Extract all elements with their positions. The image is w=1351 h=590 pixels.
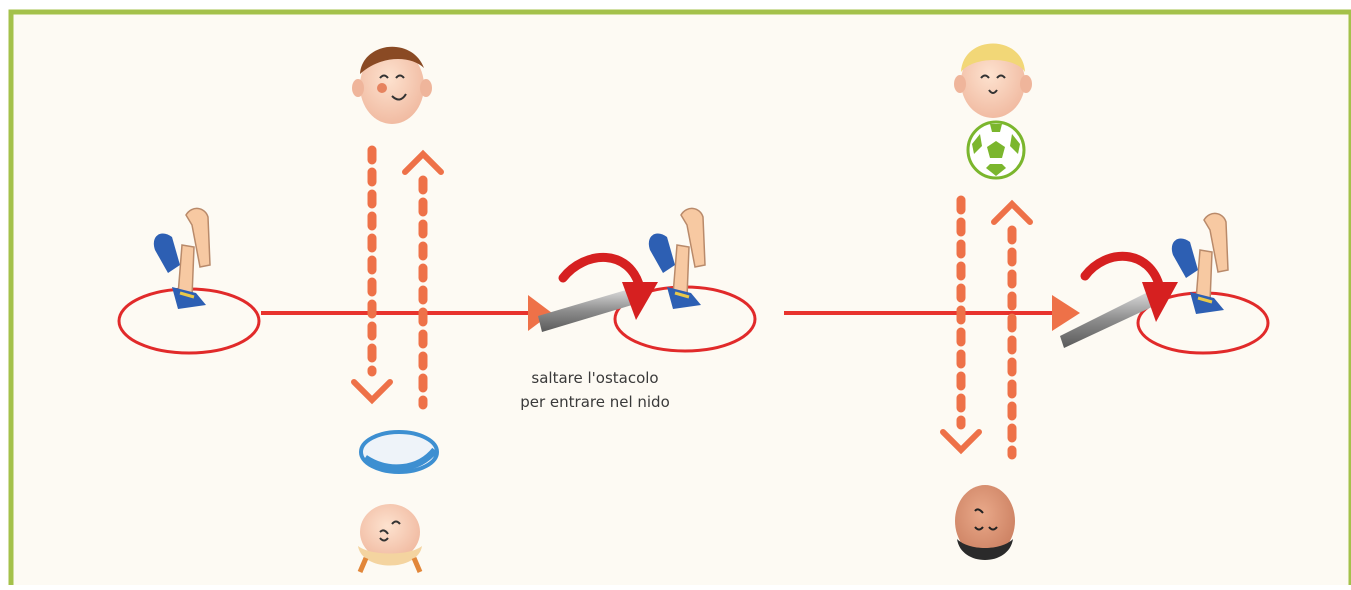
jump-arrow-icon bbox=[558, 253, 658, 320]
kneeling-player-icon bbox=[1171, 212, 1229, 314]
blond-boy-face-icon bbox=[954, 43, 1032, 118]
caption-line-2: per entrare nel nido bbox=[520, 393, 670, 411]
caption-line-1: saltare l'ostacolo bbox=[531, 369, 659, 387]
hurdle-icon bbox=[1060, 292, 1154, 348]
pass-arrow-up-2 bbox=[991, 199, 1033, 460]
pass-arrow-down-2 bbox=[940, 195, 982, 455]
kneeling-player-icon bbox=[648, 207, 706, 309]
bald-man-face-upside-down-icon bbox=[955, 485, 1015, 560]
rugby-ball-icon bbox=[359, 430, 439, 474]
instruction-caption: saltare l'ostacolo per entrare nel nido bbox=[480, 366, 710, 414]
boy-face-icon bbox=[352, 46, 432, 124]
child-face-upside-down-icon bbox=[357, 504, 423, 573]
run-arrow-2 bbox=[784, 295, 1080, 331]
run-arrow-1 bbox=[261, 295, 552, 331]
hurdle-icon bbox=[538, 290, 632, 332]
kneeling-player-icon bbox=[153, 207, 211, 309]
pass-arrow-up-1 bbox=[402, 149, 444, 410]
soccer-ball-icon bbox=[966, 120, 1026, 180]
pass-arrow-down-1 bbox=[351, 145, 393, 405]
jump-arrow-icon bbox=[1080, 251, 1178, 322]
